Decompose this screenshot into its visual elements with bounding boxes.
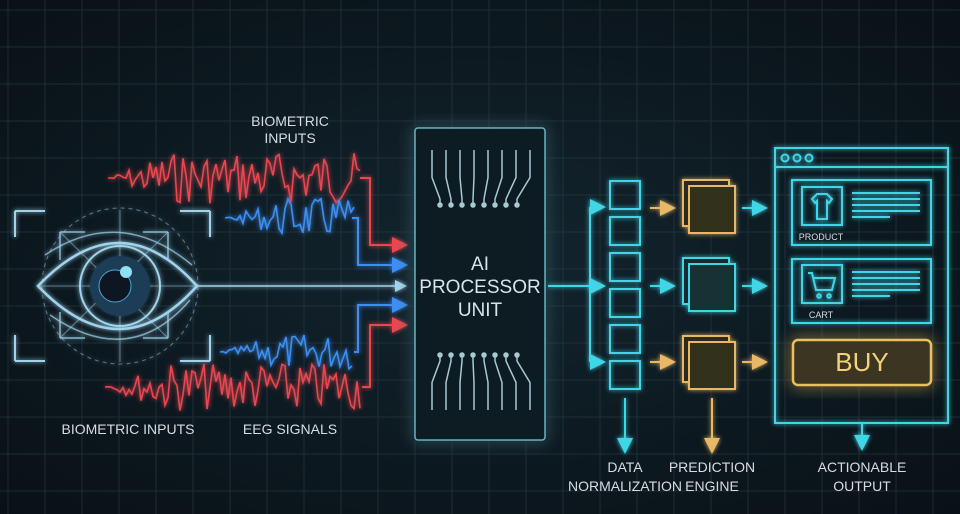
processor-pin-node [481,352,487,358]
product-card [791,179,932,246]
buy-button-label[interactable]: BUY [835,347,888,377]
processor-pin-node [503,202,509,208]
normalization-cell [609,252,641,282]
red-top-arrow [360,177,408,253]
normalization-label-1: DATA [607,459,643,475]
labels: BIOMETRIC INPUTS BIOMETRIC INPUTS EEG SI… [61,113,906,494]
normalization-label-2: NORMALIZATION [568,478,682,494]
processor-pin [516,150,531,205]
processor-pin [431,355,441,410]
processor-pin-node [481,202,487,208]
processor-pin [431,150,441,205]
normalization-cell [609,288,641,318]
buy-button-shape [791,338,933,387]
product-label: PRODUCT [799,232,844,242]
processor-pin-node [437,352,443,358]
normalization-cell [609,324,641,354]
processor-pin [472,355,475,410]
processor-pin [459,355,463,410]
processor-pin-node [470,352,476,358]
data-normalization-block [548,180,641,454]
blue-top-arrow [352,217,408,273]
cart-icon [808,272,837,291]
processor-pin [445,355,452,410]
processor-pin-node [448,202,454,208]
signal-wave [104,362,361,411]
signal-waves [104,153,361,411]
processor-pin [494,355,503,410]
processor-label-3: UNIT [458,300,503,321]
top-signals-label-2: INPUTS [264,130,315,146]
processor-pin-node [514,352,520,358]
cart-card [791,258,932,324]
processor-pin-node [459,352,465,358]
prediction-label-2: ENGINE [685,478,739,494]
tshirt-icon [810,193,834,220]
processor-pin [516,355,531,410]
processor-pin-node [514,202,520,208]
output-label-2: OUTPUT [833,478,891,494]
red-bottom-arrow [362,317,408,388]
normalization-cell [609,360,641,390]
cart-label: CART [809,310,834,320]
signal-wave [108,153,361,204]
processor-pin [494,150,503,205]
top-signals-label-1: BIOMETRIC [251,113,329,129]
processor-pin-node [437,202,443,208]
processor-pin [445,150,452,205]
processor-pin [505,355,517,410]
signal-connectors [198,177,408,388]
eye-scanner-icon [14,207,211,365]
processor-pin-node [459,202,465,208]
output-label-1: ACTIONABLE [818,459,907,475]
processor-pin [459,150,463,205]
ai-processor-unit [414,127,546,441]
eye-label: BIOMETRIC INPUTS [61,421,194,437]
processor-label-1: AI [471,254,489,275]
processor-pin-node [470,202,476,208]
normalization-cell [609,216,641,246]
eeg-label: EEG SIGNALS [243,421,337,437]
signal-wave [224,197,355,236]
processor-pin [483,355,489,410]
processor-pin-node [448,352,454,358]
processor-pin [483,150,489,205]
processor-pin [472,150,475,205]
blue-bottom-arrow [354,297,408,353]
normalization-cell [609,180,641,210]
processor-pin-node [492,202,498,208]
prediction-label-1: PREDICTION [669,459,755,475]
processor-pin-node [492,352,498,358]
processor-label-2: PROCESSOR [419,277,540,298]
output-browser-window [774,147,949,451]
signal-wave [219,334,353,371]
processor-pin [505,150,517,205]
processor-pin-node [503,352,509,358]
prediction-engine-block [650,179,768,454]
